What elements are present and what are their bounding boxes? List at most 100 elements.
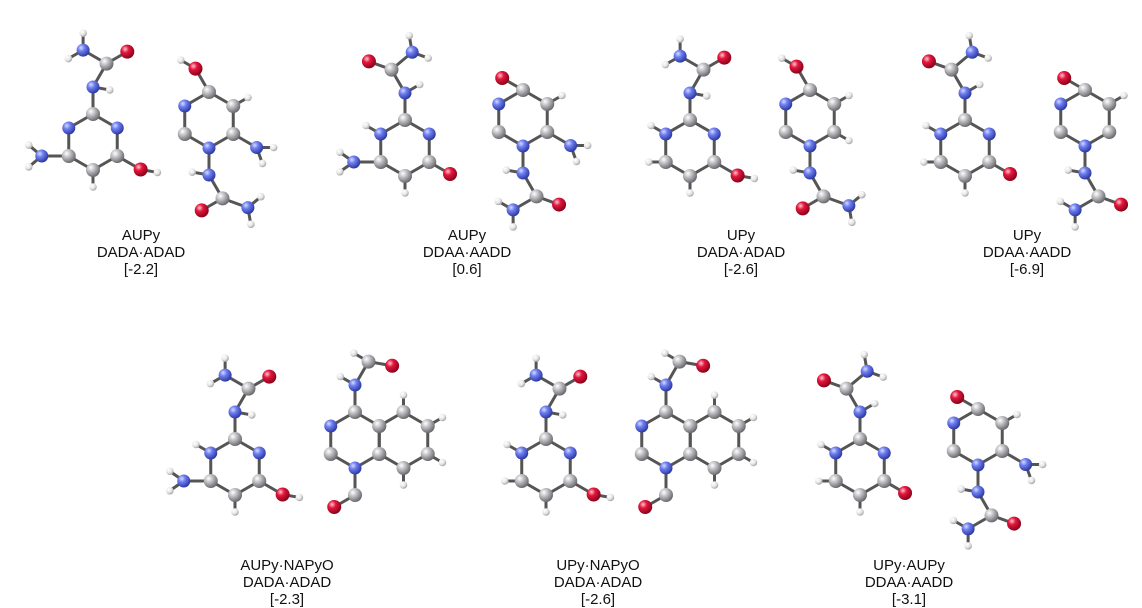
binding-energy: [-2.2] xyxy=(123,261,159,278)
hydrogen-atom xyxy=(1056,197,1065,206)
hydrogen-atom xyxy=(686,189,694,197)
hydrogen-atom xyxy=(1120,91,1128,100)
atoms-layer xyxy=(24,29,1129,550)
hydrogen-atom xyxy=(647,372,656,381)
hbond-pattern: DDAA·AADD xyxy=(982,244,1072,261)
carbon-atom xyxy=(228,432,242,446)
oxygen-atom xyxy=(133,162,148,177)
nitrogen-atom xyxy=(659,378,673,392)
nitrogen-atom xyxy=(86,80,100,94)
carbon-atom xyxy=(529,189,544,204)
carbon-atom xyxy=(853,488,867,502)
carbon-atom xyxy=(995,444,1010,458)
nitrogen-atom xyxy=(62,121,76,135)
carbon-atom xyxy=(396,405,411,419)
binding-energy: [-2.6] xyxy=(723,261,759,278)
oxygen-atom xyxy=(573,369,588,384)
caption-upy-ddaa-aadd: UPy DDAA·AADD [-6.9] xyxy=(927,227,1127,278)
carbon-atom xyxy=(995,416,1010,430)
nitrogen-atom xyxy=(1068,203,1082,217)
hydrogen-atom xyxy=(606,493,615,502)
carbon-atom xyxy=(241,381,256,396)
nitrogen-atom xyxy=(178,99,192,113)
carbon-atom xyxy=(816,189,831,204)
carbon-atom xyxy=(731,419,746,433)
carbon-atom xyxy=(99,56,114,71)
caption-aupy-napyo-dada-adad: AUPy·NAPyO DADA·ADAD [-2.3] xyxy=(187,557,387,608)
oxygen-atom xyxy=(1003,167,1018,181)
carbon-atom xyxy=(683,419,698,433)
carbon-atom xyxy=(491,125,506,139)
hydrogen-atom xyxy=(572,157,581,166)
hydrogen-atom xyxy=(295,493,304,502)
nitrogen-atom xyxy=(877,446,891,460)
carbon-atom xyxy=(215,191,230,206)
nitrogen-atom xyxy=(635,419,649,433)
nitrogen-atom xyxy=(492,97,506,111)
carbon-atom xyxy=(658,155,673,169)
hydrogen-atom xyxy=(777,54,786,62)
carbon-atom xyxy=(177,127,192,141)
carbon-atom xyxy=(982,155,997,169)
carbon-atom xyxy=(372,447,387,461)
hydrogen-atom xyxy=(583,141,592,150)
nitrogen-atom xyxy=(110,121,124,135)
hydrogen-atom xyxy=(848,218,856,227)
caption-upy-napyo-dada-adad: UPy·NAPyO DADA·ADAD [-2.6] xyxy=(498,557,698,608)
hydrogen-atom xyxy=(192,440,200,449)
binding-energy: [-2.3] xyxy=(269,591,305,608)
binding-energy: [-3.1] xyxy=(891,591,927,608)
nitrogen-atom xyxy=(250,141,264,154)
carbon-atom xyxy=(373,155,388,169)
hydrogen-atom xyxy=(845,91,853,100)
hydrogen-atom xyxy=(845,136,853,145)
oxygen-atom xyxy=(921,54,936,69)
hydrogen-atom xyxy=(749,458,758,467)
hydrogen-atom xyxy=(401,189,409,197)
carbon-atom xyxy=(958,113,972,127)
carbon-atom xyxy=(398,169,412,183)
molecule-name: UPy·AUPy xyxy=(873,557,945,574)
hydrogen-atom xyxy=(961,189,969,197)
hydrogen-atom xyxy=(558,91,566,100)
carbon-atom xyxy=(552,381,567,396)
hydrogen-atom xyxy=(750,174,759,183)
hydrogen-atom xyxy=(1027,476,1036,485)
carbon-atom xyxy=(696,62,711,77)
hydrogen-atom xyxy=(965,31,974,40)
nitrogen-atom xyxy=(348,378,362,392)
binding-energy: [-2.6] xyxy=(580,591,616,608)
hydrogen-atom xyxy=(676,35,684,43)
hydrogen-atom xyxy=(153,168,162,177)
hydrogen-atom xyxy=(415,80,424,89)
hydrogen-atom xyxy=(870,399,879,408)
carbon-atom xyxy=(944,62,959,77)
nitrogen-atom xyxy=(564,139,578,152)
nitrogen-atom xyxy=(947,416,961,430)
carbon-atom xyxy=(853,432,867,446)
carbon-atom xyxy=(1078,83,1092,97)
nitrogen-atom xyxy=(934,127,948,141)
oxygen-atom xyxy=(443,167,458,181)
carbon-atom xyxy=(226,127,241,141)
oxygen-atom xyxy=(795,201,810,216)
nitrogen-atom xyxy=(348,461,362,475)
hydrogen-atom xyxy=(244,93,252,102)
oxygen-atom xyxy=(385,358,400,373)
hydrogen-atom xyxy=(399,481,408,489)
caption-upy-dada-adad: UPy DADA·ADAD [-2.6] xyxy=(641,227,841,278)
nitrogen-atom xyxy=(1054,97,1068,111)
carbon-atom xyxy=(398,113,412,127)
hydrogen-atom xyxy=(1013,410,1021,419)
oxygen-atom xyxy=(194,203,209,218)
carbon-atom xyxy=(707,405,722,419)
oxygen-atom xyxy=(1114,197,1129,212)
nitrogen-atom xyxy=(422,127,436,141)
nitrogen-atom xyxy=(398,86,412,100)
carbon-atom xyxy=(361,354,376,369)
binding-energy: [0.6] xyxy=(452,261,482,278)
carbon-atom xyxy=(420,419,435,433)
hydrogen-atom xyxy=(814,477,823,485)
hydrogen-atom xyxy=(503,440,511,449)
